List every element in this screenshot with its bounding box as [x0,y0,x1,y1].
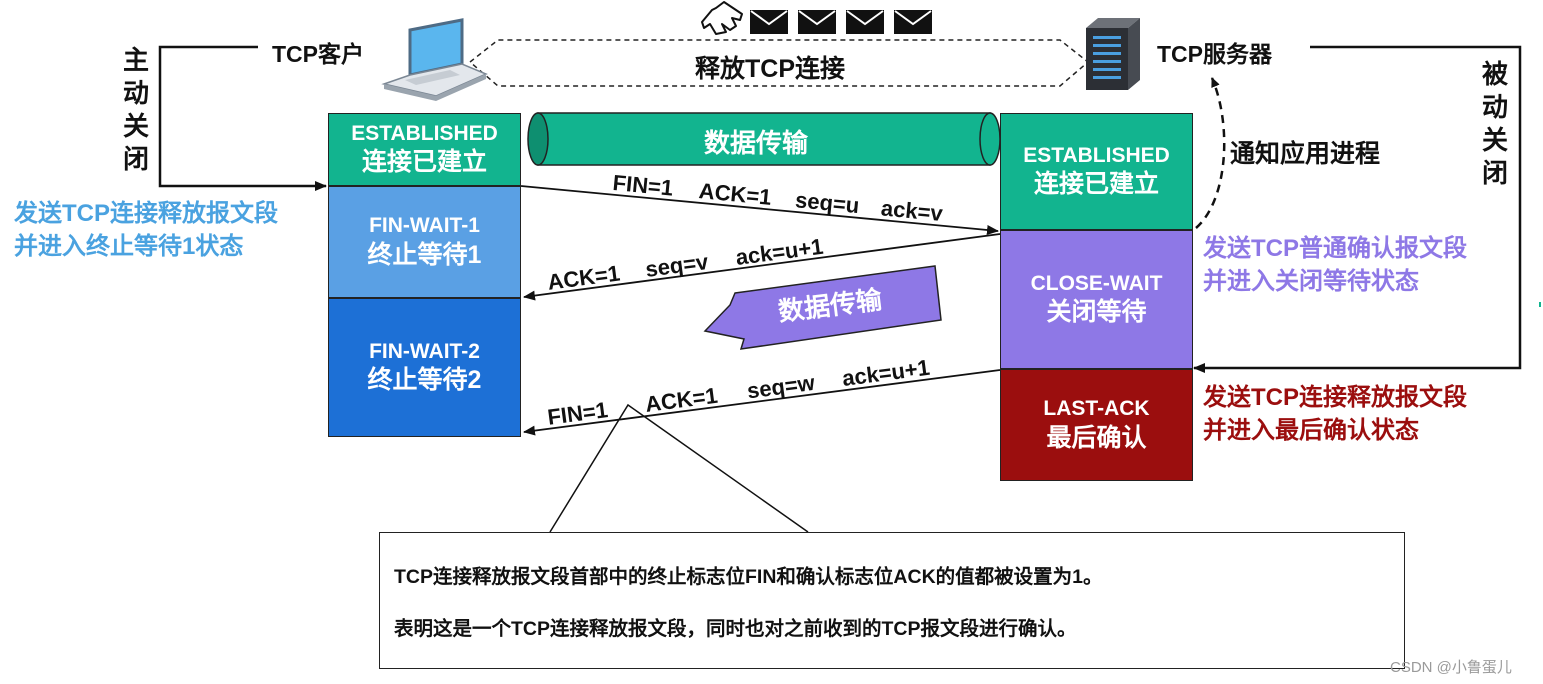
envelope-icon [798,10,836,34]
state-en: LAST-ACK [1043,397,1150,421]
client-state-established: ESTABLISHED 连接已建立 [328,113,521,186]
client-side-label: 主动关闭 [122,45,149,174]
watermark: CSDN @小鲁蛋儿 [1390,659,1512,676]
client-description-line-2: 并进入终止等待1状态 [14,233,244,260]
segment-1-ackno: ack=v [879,195,944,227]
state-en: ESTABLISHED [351,121,498,145]
state-en: FIN-WAIT-2 [369,339,480,363]
server-description-1-line-1: 发送TCP普通确认报文段 [1203,235,1467,262]
segment-1-arrow [520,185,999,235]
client-state-fin-wait-2: FIN-WAIT-2 终止等待2 [328,298,521,437]
server-title: TCP服务器 [1157,41,1272,67]
segment-1-seq: seq=u [794,187,861,219]
server-description-2-line-2: 并进入最后确认状态 [1203,417,1419,444]
segment-3-arrow [523,369,1001,436]
state-cn: 连接已建立 [1033,170,1159,198]
envelope-icon [846,10,884,34]
server-icon [1086,18,1140,90]
server-description-1: 发送TCP普通确认报文段 并进入关闭等待状态 [1203,232,1467,298]
client-description: 发送TCP连接释放报文段 并进入终止等待1状态 [14,197,278,263]
data-transfer-cylinder [527,112,1001,166]
note-callout: TCP连接释放报文段首部中的终止标志位FIN和确认标志位ACK的值都被设置为1。… [379,532,1405,669]
client-title: TCP客户 [272,41,364,67]
hand-icon [701,1,743,35]
state-en: ESTABLISHED [1023,143,1170,167]
server-description-1-line-2: 并进入关闭等待状态 [1203,268,1419,295]
laptop-icon [381,18,488,101]
client-close-bracket [158,45,327,191]
note-line-2: 表明这是一个TCP连接释放报文段，同时也对之前收到的TCP报文段进行确认。 [394,618,1077,640]
server-description-2-line-1: 发送TCP连接释放报文段 [1203,384,1467,411]
state-cn: 连接已建立 [361,148,487,176]
state-cn: 最后确认 [1046,423,1147,452]
state-cn: 终止等待1 [367,240,482,269]
callout-pointer [549,403,809,533]
note-line-1: TCP连接释放报文段首部中的终止标志位FIN和确认标志位ACK的值都被设置为1。 [394,566,1103,588]
segment-1-fin: FIN=1 [611,170,675,201]
server-state-last-ack: LAST-ACK 最后确认 [1000,369,1193,481]
server-close-bracket [1193,45,1522,373]
data-transfer-label-1: 数据传输 [704,128,809,158]
server-state-close-wait: CLOSE-WAIT 关闭等待 [1000,230,1193,369]
state-cn: 关闭等待 [1046,298,1147,326]
client-state-fin-wait-1: FIN-WAIT-1 终止等待1 [328,186,521,298]
state-cn: 终止等待2 [367,366,482,394]
envelope-icon [750,10,788,34]
state-en: CLOSE-WAIT [1030,271,1163,295]
data-transfer-arrow-box [703,265,942,350]
release-label: 释放TCP连接 [695,55,846,83]
state-en: FIN-WAIT-1 [369,214,480,238]
notify-app-label: 通知应用进程 [1230,140,1381,168]
server-state-established: ESTABLISHED 连接已建立 [1000,113,1193,230]
server-side-label: 被动关闭 [1481,59,1508,188]
envelope-icon [894,10,932,34]
server-description-2: 发送TCP连接释放报文段 并进入最后确认状态 [1203,381,1467,447]
client-description-line-1: 发送TCP连接释放报文段 [14,200,278,227]
notify-app-arrow [1195,77,1226,229]
segment-2-arrow [523,233,1001,301]
